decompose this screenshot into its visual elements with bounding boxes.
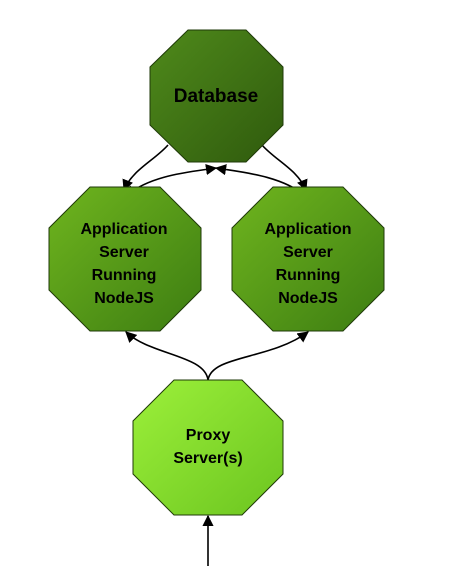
app-server-left-label-line-4: NodeJS (94, 290, 154, 307)
edge-proxy-to-app-left (125, 331, 209, 381)
app-server-right-label-line-2: Server (283, 244, 333, 261)
edge-proxy-to-app-right (207, 331, 309, 381)
database-label: Database (174, 86, 259, 107)
app-server-left-node: Application Server Running NodeJS (48, 186, 202, 332)
app-server-right-node: Application Server Running NodeJS (231, 186, 385, 332)
proxy-label-line-1: Proxy (186, 427, 231, 444)
database-octagon (149, 29, 284, 163)
app-server-left-label-line-1: Application (80, 221, 167, 238)
app-server-right-label-line-1: Application (264, 221, 351, 238)
app-server-left-octagon (48, 186, 202, 332)
app-server-right-octagon (231, 186, 385, 332)
app-server-left-label-line-2: Server (99, 244, 149, 261)
app-server-left-label-line-3: Running (92, 267, 157, 284)
app-server-right-label-line-3: Running (276, 267, 341, 284)
proxy-label-line-2: Server(s) (173, 450, 242, 467)
proxy-octagon (132, 379, 284, 516)
database-node: Database (149, 29, 284, 163)
proxy-node: Proxy Server(s) (132, 379, 284, 516)
app-server-right-label-line-4: NodeJS (278, 290, 338, 307)
